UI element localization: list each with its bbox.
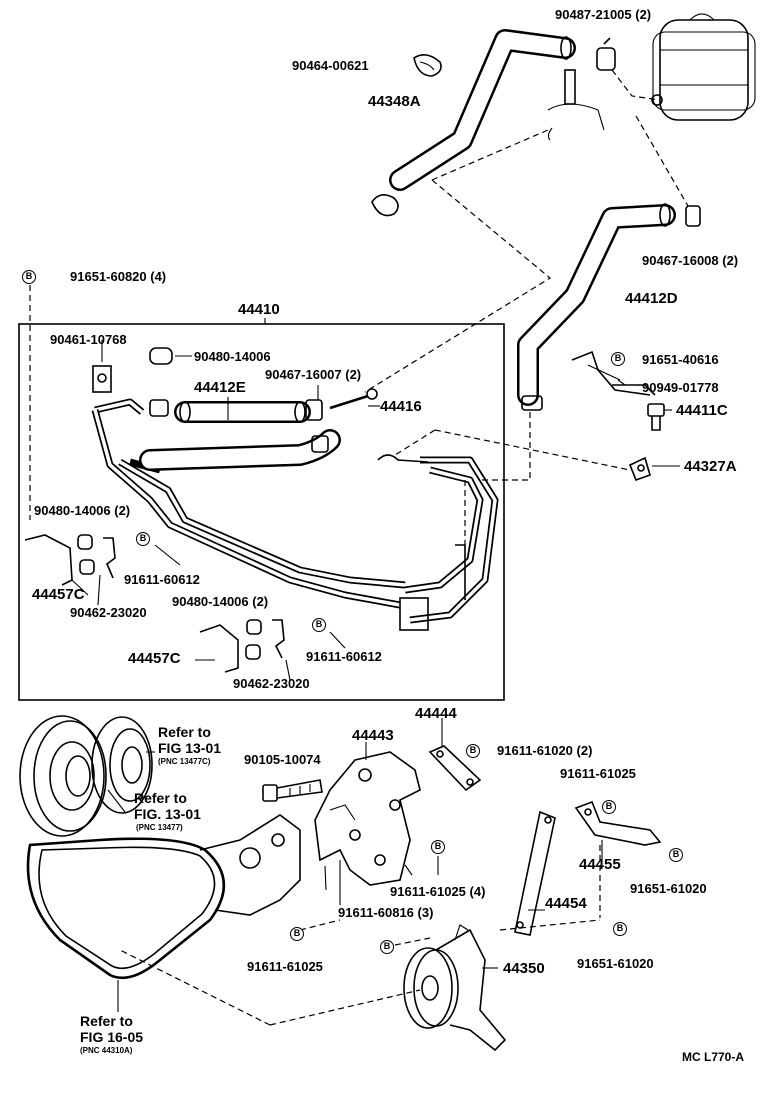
label-44412e: 44412E <box>194 379 246 396</box>
reservoir-tank <box>651 13 756 121</box>
label-90462-23020-b: 90462-23020 <box>233 676 310 691</box>
label-90467-16007: 90467-16007 (2) <box>265 367 362 382</box>
label-44410: 44410 <box>238 301 280 318</box>
bolt-symbol-icon: B <box>312 618 326 632</box>
label-90462-23020-a: 90462-23020 <box>70 605 147 620</box>
bolt-symbol-icon: B <box>380 940 394 954</box>
label-44455: 44455 <box>579 856 621 873</box>
stay-44454 <box>514 810 556 936</box>
hose-44412d <box>517 203 701 411</box>
label-91611-60816: 91611-60816 (3) <box>338 905 434 920</box>
label-90464-00621: 90464-00621 <box>292 58 369 73</box>
pressure-hose <box>139 429 429 471</box>
diagram-code: MC L770-A <box>682 1050 745 1064</box>
pump-44350 <box>403 924 507 1052</box>
label-91611-60612-a: 91611-60612 <box>124 572 200 587</box>
reference-3-pnc: (PNC 44310A) <box>80 1046 133 1055</box>
label-44411c: 44411C <box>676 402 728 419</box>
pump-fitting <box>547 69 605 141</box>
reference-1-pnc: (PNC 13477C) <box>158 757 211 766</box>
bolt-symbol-icon: B <box>466 744 480 758</box>
label-91611-61025-b: 91611-61025 (4) <box>390 884 486 899</box>
bolt-symbol-icon: B <box>669 848 683 862</box>
label-90480-14006-a: 90480-14006 <box>194 349 271 364</box>
label-90487-21005: 90487-21005 (2) <box>555 7 652 22</box>
grommet-90480 <box>149 347 173 365</box>
label-44444: 44444 <box>415 705 457 722</box>
reference-1-line1: Refer to <box>158 724 211 740</box>
label-44454: 44454 <box>545 895 587 912</box>
bolt-symbol-icon: B <box>136 532 150 546</box>
label-44443: 44443 <box>352 727 394 744</box>
label-90105-10074: 90105-10074 <box>244 752 321 767</box>
label-91611-60612-b: 91611-60612 <box>306 649 382 664</box>
crankshaft-pulley <box>19 715 107 837</box>
hose-44348a <box>389 29 576 191</box>
reference-3-line1: Refer to <box>80 1013 133 1029</box>
engine-block <box>199 814 301 916</box>
label-44457c-a: 44457C <box>32 586 85 603</box>
bolt-symbol-icon: B <box>431 840 445 854</box>
label-91611-61025-a: 91611-61025 <box>560 766 636 781</box>
reference-3-line2: FIG 16-05 <box>80 1029 144 1045</box>
bracket-44457c-a <box>24 534 116 586</box>
label-90467-16008: 90467-16008 (2) <box>642 253 739 268</box>
clip-44327a <box>628 456 651 482</box>
assembly-box-44410 <box>18 323 505 701</box>
bolt-symbol-icon: B <box>22 270 36 284</box>
label-91651-40616: 91651-40616 <box>642 352 719 367</box>
bolt-symbol-icon: B <box>611 352 625 366</box>
bracket-90949 <box>571 350 656 396</box>
label-91651-61020-b: 91651-61020 <box>577 956 654 971</box>
label-91651-60820: 91651-60820 (4) <box>70 269 167 284</box>
clamp-top <box>371 37 616 217</box>
reference-2-line2: FIG. 13-01 <box>134 806 201 822</box>
hose-44412e <box>149 388 378 423</box>
label-90461-10768: 90461-10768 <box>50 332 127 347</box>
label-44457c-b: 44457C <box>128 650 181 667</box>
bolt-symbol-icon: B <box>613 922 627 936</box>
bracket-44455 <box>574 800 662 846</box>
bolt-symbol-icon: B <box>290 927 304 941</box>
bracket-44457c-b <box>199 619 285 673</box>
label-91611-61025-c: 91611-61025 <box>247 959 323 974</box>
reference-1-line2: FIG 13-01 <box>158 740 222 756</box>
pressure-pipe-assembly <box>91 398 499 631</box>
label-44350: 44350 <box>503 960 545 977</box>
label-44416: 44416 <box>380 398 422 415</box>
label-91611-61020: 91611-61020 (2) <box>497 743 593 758</box>
label-44412d: 44412D <box>625 290 678 307</box>
label-44327a: 44327A <box>684 458 737 475</box>
plate-44444 <box>428 745 482 792</box>
label-90480-14006-c: 90480-14006 (2) <box>172 594 269 609</box>
label-90949-01778: 90949-01778 <box>642 380 719 395</box>
label-90480-14006-b: 90480-14006 (2) <box>34 503 131 518</box>
label-44348a: 44348A <box>368 93 421 110</box>
reference-2-line1: Refer to <box>134 790 187 806</box>
bolt-symbol-icon: B <box>602 800 616 814</box>
clamp-90461 <box>92 365 112 393</box>
label-91651-61020-a: 91651-61020 <box>630 881 707 896</box>
damper-pulley <box>91 716 153 814</box>
v-belt <box>26 837 226 980</box>
reference-2-pnc: (PNC 13477) <box>136 823 183 832</box>
bolt-90105 <box>262 779 323 802</box>
bolt-44411c <box>647 403 665 431</box>
bracket-44443 <box>314 751 421 886</box>
